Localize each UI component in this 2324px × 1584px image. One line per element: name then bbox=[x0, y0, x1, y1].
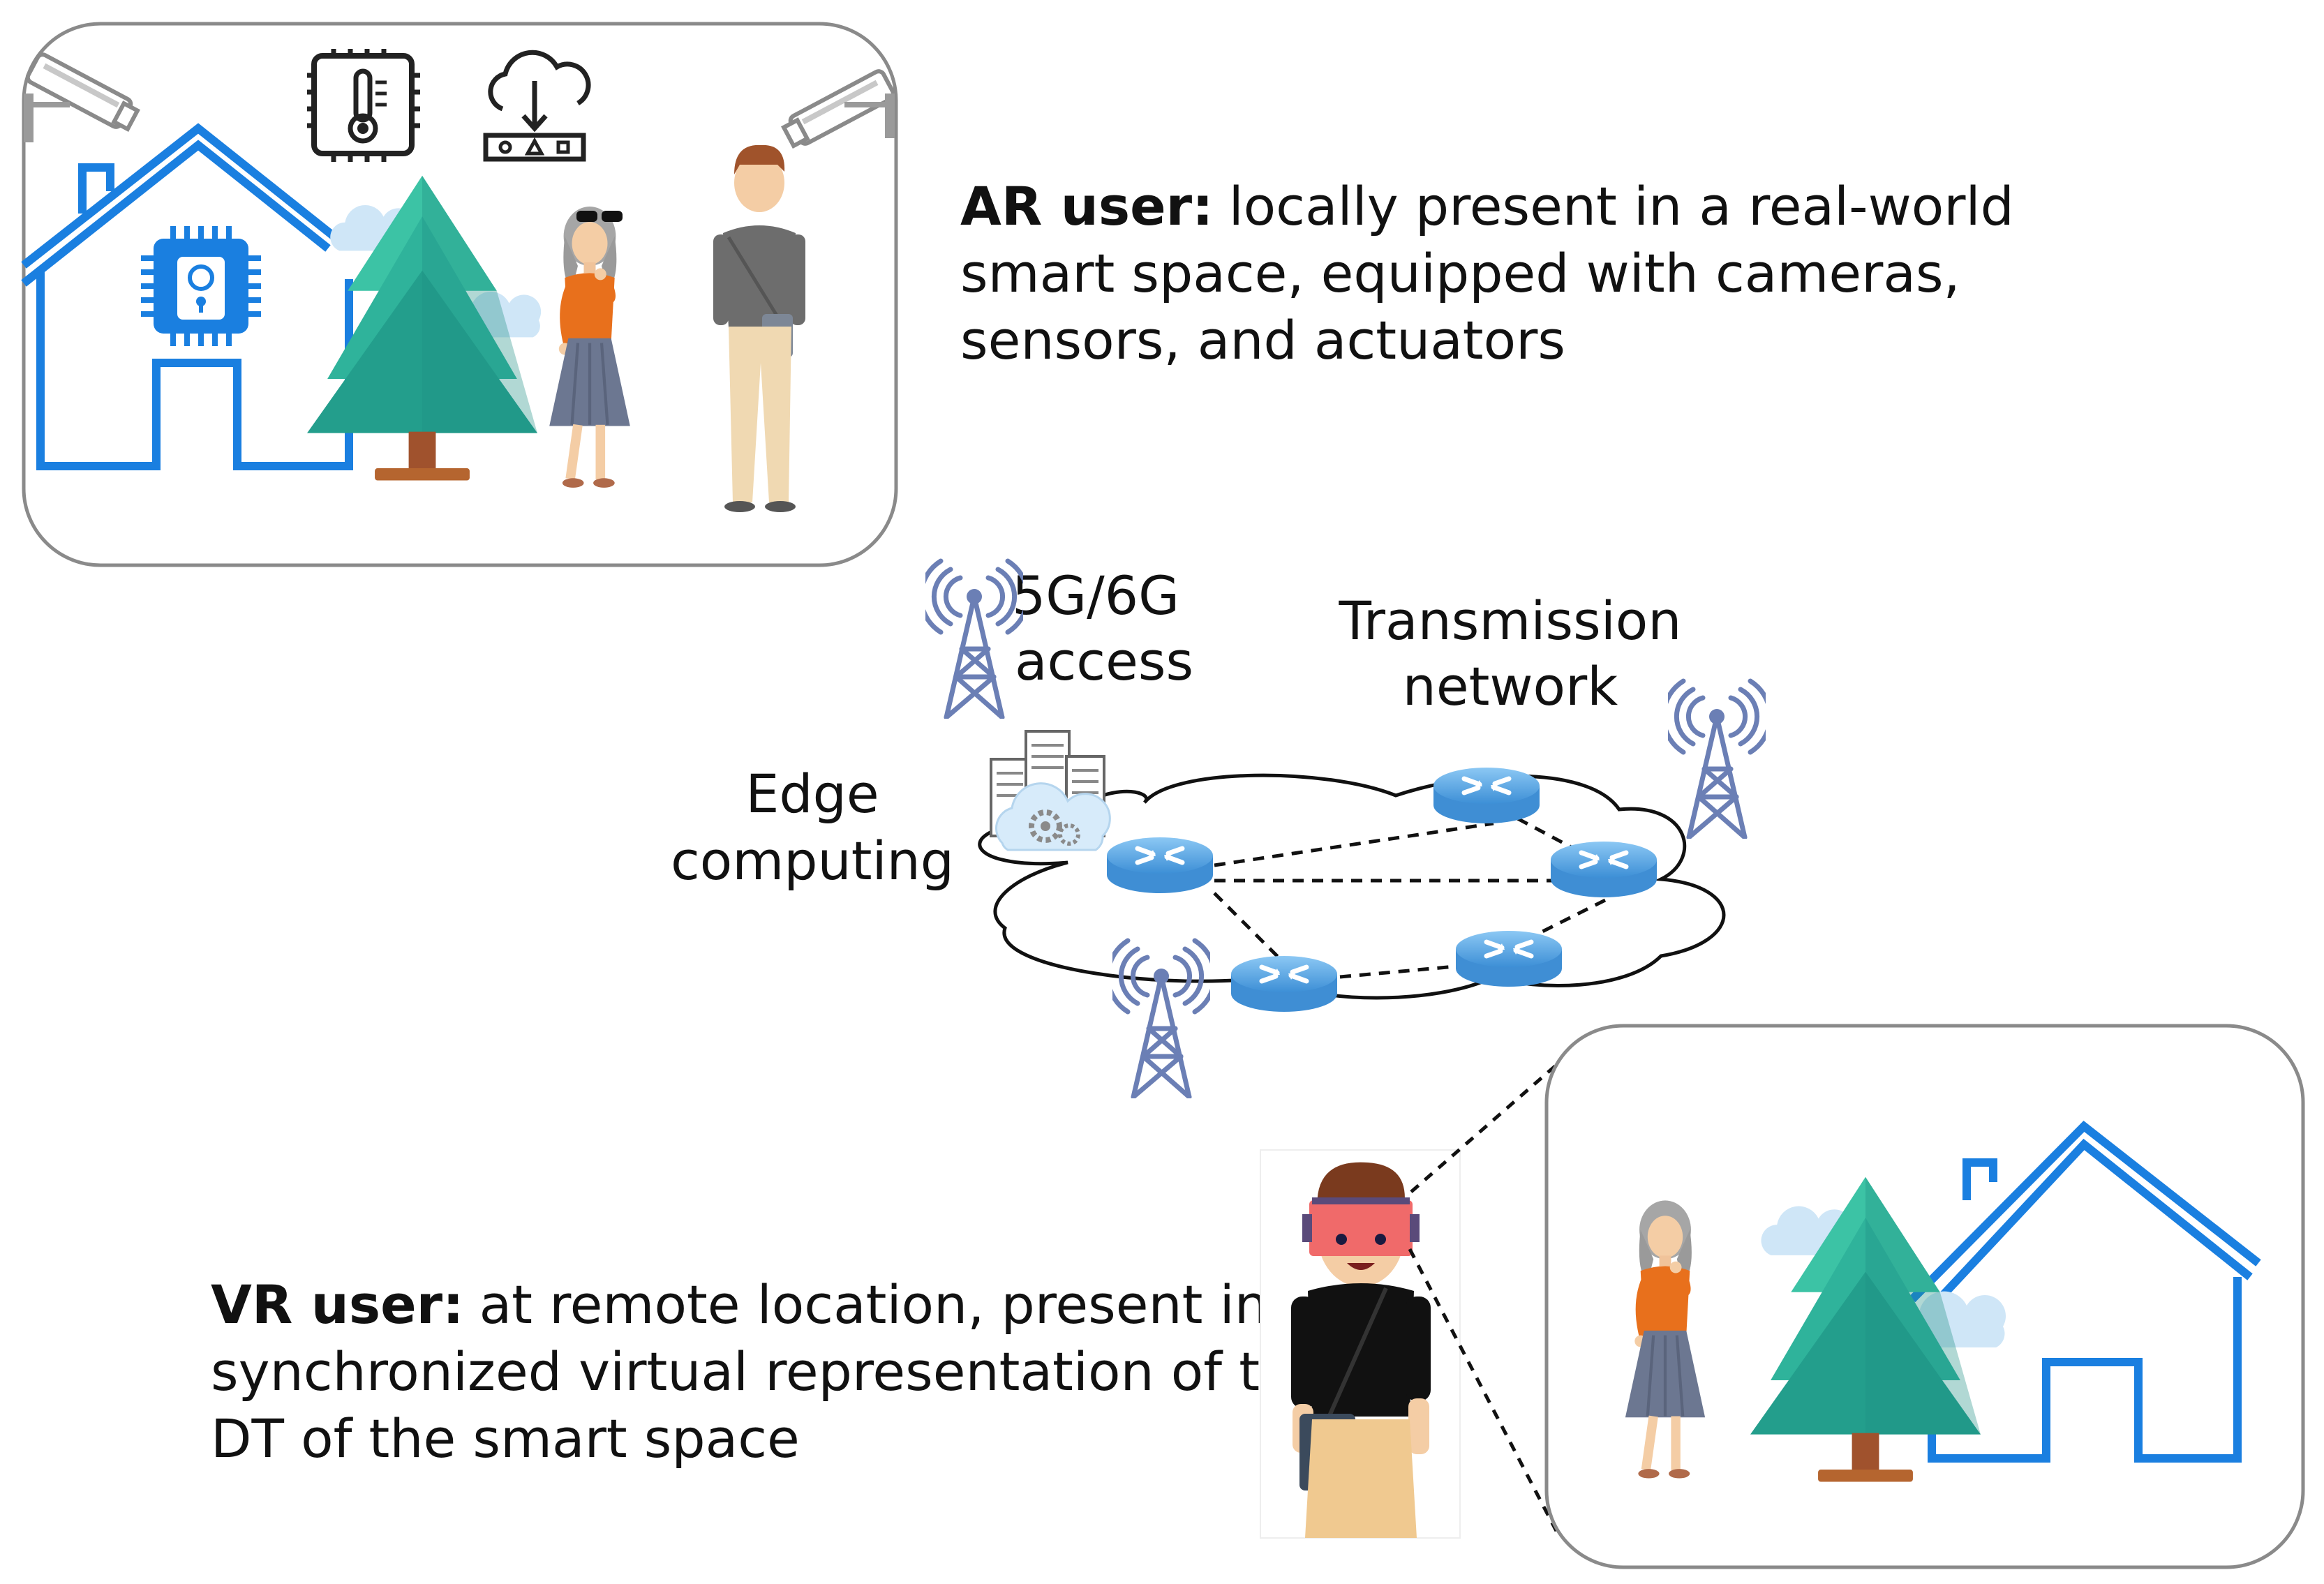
thermometer-chip-icon bbox=[307, 49, 420, 162]
surveillance-camera-icon bbox=[24, 52, 140, 142]
cell-tower-icon bbox=[921, 561, 1028, 717]
vr-user-caption-line-1: VR user:at remote location, present in a bbox=[211, 1273, 1318, 1336]
access-label-line-1: 5G/6G bbox=[1012, 565, 1179, 627]
vr-user-caption-line-2: synchronized virtual representation of t… bbox=[211, 1340, 1326, 1403]
vr-headset-icon bbox=[1302, 1197, 1420, 1256]
edge-label-line-2: computing bbox=[671, 830, 954, 892]
ar-user-figure bbox=[549, 207, 630, 488]
vr-user-caption-line-3: DT of the smart space bbox=[211, 1407, 800, 1470]
access-label-line-2: access bbox=[1015, 630, 1193, 692]
edge-label-line-1: Edge bbox=[745, 763, 879, 825]
ar-user-caption-line-2: smart space, equipped with cameras, bbox=[960, 242, 1960, 304]
cell-tower-icon bbox=[1664, 681, 1771, 837]
router-icon bbox=[1433, 768, 1540, 823]
ar-smart-space-panel bbox=[21, 22, 898, 567]
router-icon bbox=[1551, 842, 1657, 897]
ar-user-bold: AR user: bbox=[960, 175, 1214, 237]
router-icon bbox=[1456, 931, 1562, 987]
smart-lock-chip-icon bbox=[141, 226, 261, 346]
ar-user-text-1: locally present in a real-world bbox=[1229, 175, 2014, 237]
bystander-figure bbox=[713, 144, 805, 512]
vr-user-bold: VR user: bbox=[211, 1273, 464, 1336]
edge-server-icon bbox=[990, 730, 1111, 851]
vr-user-text-1: at remote location, present in a bbox=[479, 1273, 1318, 1336]
ar-user-caption-line-1: AR user:locally present in a real-world bbox=[960, 175, 2014, 237]
surveillance-camera-icon bbox=[781, 69, 896, 149]
cloud-download-icon bbox=[483, 50, 591, 162]
vr-digital-twin-panel bbox=[1544, 1024, 2305, 1569]
smart-house bbox=[21, 123, 353, 470]
vr-user-figure bbox=[1260, 1149, 1461, 1539]
transmission-label-line-2: network bbox=[1403, 655, 1618, 717]
router-icon bbox=[1107, 837, 1213, 893]
transmission-label-line-1: Transmission bbox=[1339, 590, 1682, 652]
dt-smart-house bbox=[1909, 1120, 2261, 1463]
projection-links bbox=[1408, 1055, 1567, 1532]
router-icon bbox=[1231, 956, 1337, 1012]
ar-user-caption-line-3: sensors, and actuators bbox=[960, 309, 1565, 371]
